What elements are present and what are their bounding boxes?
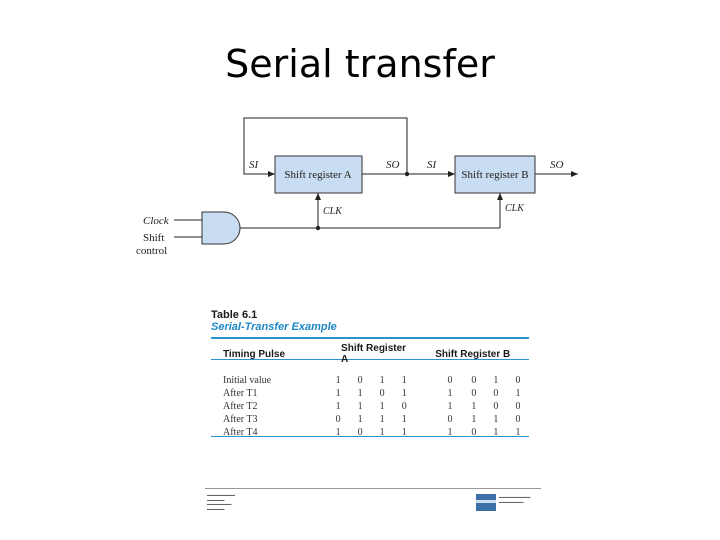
- register-a-bit: 1: [335, 401, 341, 412]
- control-label: control: [136, 245, 167, 257]
- table-row: After T4 1 0 1 1 1 0 1 1: [211, 426, 529, 439]
- register-a-bit: 1: [379, 401, 385, 412]
- clk-junction: [315, 225, 321, 231]
- shift-register-b: [454, 155, 536, 194]
- register-a-bit: 1: [401, 388, 407, 399]
- header-shift-register-b: Shift Register B: [435, 348, 511, 360]
- register-a-bit: 0: [357, 375, 363, 386]
- register-a-bit: 1: [401, 427, 407, 438]
- table-row: Initial value 1 0 1 1 0 0 1 0: [211, 369, 529, 387]
- serial-transfer-table: Timing Pulse Shift Register A Shift Regi…: [211, 340, 529, 439]
- row-label: After T1: [223, 388, 258, 399]
- register-b-bit: 1: [515, 427, 521, 438]
- and-gate: [201, 211, 241, 245]
- register-a-bit: 0: [379, 388, 385, 399]
- register-a-bit: 1: [335, 375, 341, 386]
- register-b-bit: 1: [493, 414, 499, 425]
- so-b-label: SO: [550, 159, 564, 171]
- register-b-bit: 0: [447, 414, 453, 425]
- register-b-bit: 0: [515, 375, 521, 386]
- feedback-wire: [243, 117, 408, 177]
- register-a-bit: 1: [335, 388, 341, 399]
- row-label: After T3: [223, 414, 258, 425]
- register-a-bit: 0: [335, 414, 341, 425]
- clock-label: Clock: [143, 215, 170, 227]
- register-b-bit: 1: [471, 414, 477, 425]
- register-b-bit: 0: [493, 401, 499, 412]
- register-a-bit: 0: [401, 401, 407, 412]
- row-label: After T4: [223, 427, 258, 438]
- register-a-bit: 1: [401, 414, 407, 425]
- shift-label: Shift: [143, 232, 164, 244]
- publisher-logo-stripe: [476, 500, 496, 503]
- clk-a-label: CLK: [323, 206, 343, 217]
- footer-copyright: ▬▬▬▬▬▬▬▬▬▬▬▬▬▬▬▬: [499, 495, 531, 504]
- table-row: After T2 1 1 1 0 1 1 0 0: [211, 400, 529, 413]
- register-a-bit: 1: [357, 401, 363, 412]
- so-a-label: SO: [386, 159, 400, 171]
- register-b-bit: 0: [493, 388, 499, 399]
- register-b-bit: 0: [515, 414, 521, 425]
- slide-title: Serial transfer: [225, 42, 495, 86]
- table-header-rule: [211, 359, 529, 360]
- register-a-bit: 1: [335, 427, 341, 438]
- table-subtitle: Serial-Transfer Example: [211, 321, 337, 333]
- register-b-bit: 1: [493, 375, 499, 386]
- table-row: After T3 0 1 1 1 0 1 1 0: [211, 413, 529, 426]
- footer-publisher-info: ▬▬▬▬▬▬▬▬▬▬▬▬▬▬▬▬▬▬▬▬▬▬▬▬▬: [207, 493, 235, 511]
- header-timing-pulse: Timing Pulse: [223, 348, 286, 360]
- si-a-label: SI: [249, 159, 260, 171]
- register-b-bit: 0: [471, 388, 477, 399]
- table-top-rule: [211, 337, 529, 339]
- shift-register-b-label: Shift register B: [461, 169, 528, 181]
- register-a-bit: 1: [379, 427, 385, 438]
- register-a-bit: 1: [379, 414, 385, 425]
- clk-b-label: CLK: [505, 203, 525, 214]
- table-bottom-rule: [211, 436, 529, 437]
- register-a-bit: 1: [357, 388, 363, 399]
- register-b-bit: 1: [447, 401, 453, 412]
- footer-rule: [205, 488, 541, 489]
- header-shift-register-a: Shift Register A: [341, 343, 407, 365]
- register-b-bit: 0: [515, 401, 521, 412]
- register-b-bit: 1: [447, 388, 453, 399]
- shift-register-a-label: Shift register A: [284, 169, 351, 181]
- row-label: After T2: [223, 401, 258, 412]
- register-a-bit: 1: [379, 375, 385, 386]
- register-b-bit: 0: [471, 375, 477, 386]
- shift-register-a: [274, 155, 363, 194]
- register-b-bit: 1: [471, 401, 477, 412]
- register-b-bit: 1: [447, 427, 453, 438]
- register-a-bit: 1: [401, 375, 407, 386]
- register-a-bit: 0: [357, 427, 363, 438]
- si-b-label: SI: [427, 159, 438, 171]
- register-b-bit: 0: [471, 427, 477, 438]
- table-header-row: Timing Pulse Shift Register A Shift Regi…: [211, 340, 529, 369]
- register-a-bit: 1: [357, 414, 363, 425]
- register-b-bit: 1: [515, 388, 521, 399]
- table-title: Table 6.1: [211, 309, 258, 321]
- table-row: After T1 1 1 0 1 1 0 0 1: [211, 387, 529, 400]
- row-label: Initial value: [223, 375, 272, 386]
- register-b-bit: 0: [447, 375, 453, 386]
- register-b-bit: 1: [493, 427, 499, 438]
